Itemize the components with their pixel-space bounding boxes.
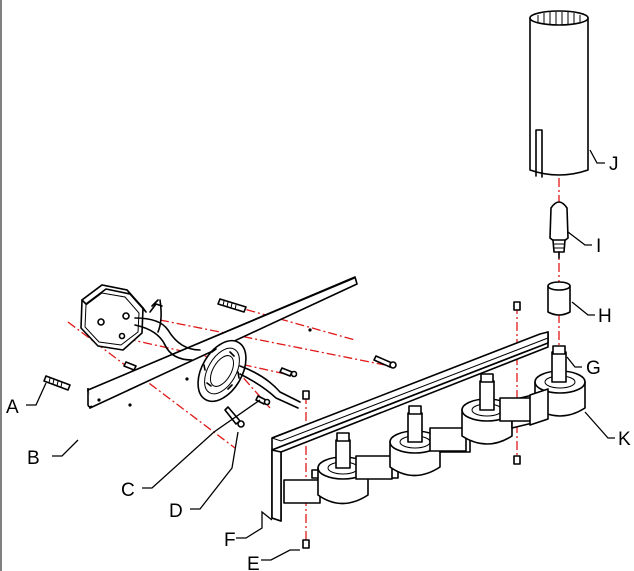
label-h: H xyxy=(598,306,612,327)
label-k: K xyxy=(618,429,631,450)
label-b: B xyxy=(27,448,40,469)
part-i-bulb xyxy=(549,201,569,259)
label-d: D xyxy=(169,501,183,522)
part-c-canopy-ring xyxy=(197,339,301,409)
junction-box xyxy=(80,284,201,361)
label-a: A xyxy=(6,397,19,418)
part-j-tube xyxy=(529,10,589,178)
label-i: I xyxy=(596,236,601,257)
label-c: C xyxy=(121,480,135,501)
part-f-rail xyxy=(271,331,549,522)
label-g: G xyxy=(586,358,601,379)
part-k-sockets xyxy=(283,345,586,549)
callout-labels: A B C D F E J I H G K xyxy=(6,154,631,571)
label-j: J xyxy=(609,154,619,175)
part-h-sleeve xyxy=(547,281,571,316)
leader-lines xyxy=(26,149,615,561)
label-e: E xyxy=(247,554,260,571)
label-f: F xyxy=(224,530,236,551)
